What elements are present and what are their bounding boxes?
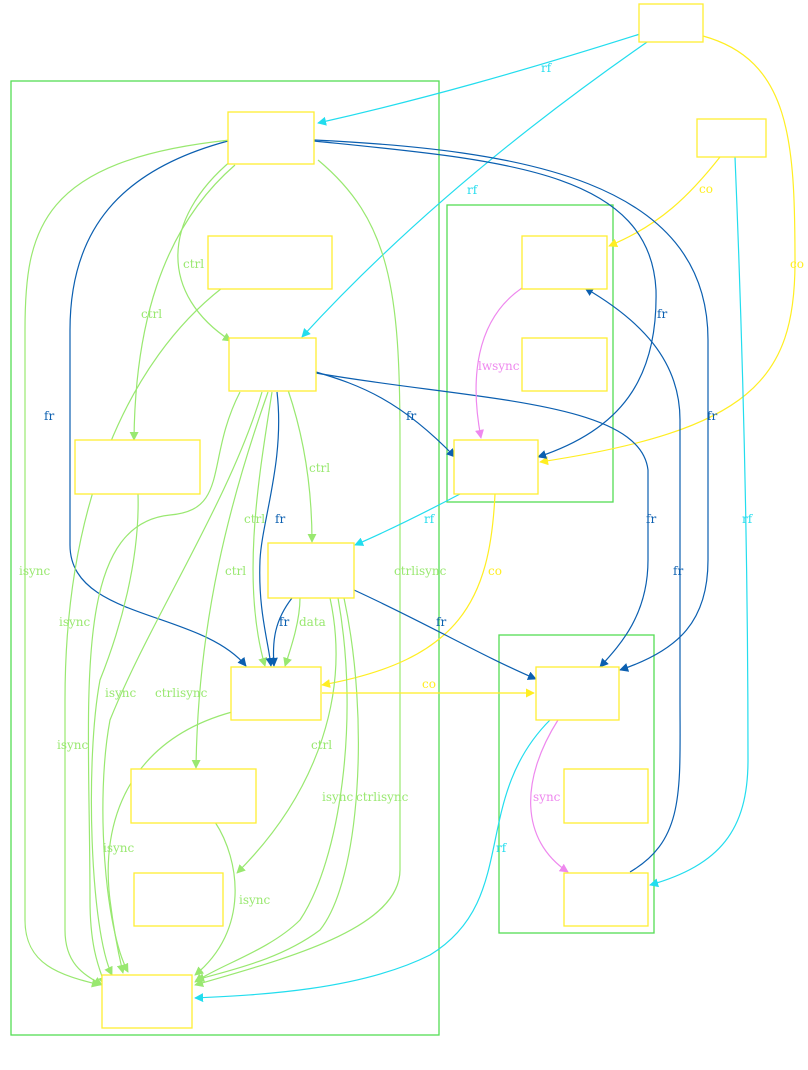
label-ctrlisync-c-to-j: ctrlisync — [155, 686, 208, 700]
edge-co-m3-to-f — [321, 493, 496, 688]
edge-fr-c-to-m3 — [315, 371, 456, 458]
edge-isync-d-to-j — [90, 493, 139, 976]
label-fr-c-to-r1: fr — [646, 512, 656, 526]
cluster-right-thread — [498, 634, 655, 934]
edge-fr-e-to-r1 — [353, 589, 537, 680]
label-co-m3-to-f: co — [488, 564, 502, 578]
label-ctrlisync-a-to-j: ctrlisync — [394, 564, 447, 578]
edge-ctrl-c-to-f — [252, 391, 273, 667]
edge-co-top-to-m3 — [539, 35, 796, 466]
label-ctrl-c-to-e: ctrl — [309, 461, 330, 475]
edge-fr-a-to-r1 — [313, 139, 709, 672]
edge-lwsync-m1-to-m3 — [475, 287, 523, 439]
edge-rf-top-to-a — [317, 33, 641, 126]
edge-co-cosrc-to-m1 — [608, 156, 721, 248]
edge-fr-r3-to-m1 — [584, 287, 681, 873]
edge-isync-a-to-j — [24, 139, 231, 988]
edge-sync-r1-to-r3 — [530, 719, 569, 873]
label-data-e-to-f: data — [299, 615, 326, 629]
node-m3 — [453, 439, 539, 495]
label-rf-r1-to-j: rf — [496, 841, 508, 855]
label-co-f-to-r1: co — [422, 677, 436, 691]
label-ctrlisync-e-to-j: ctrlisync — [356, 790, 409, 804]
node-m1 — [521, 235, 608, 290]
label-co-top-to-m3: co — [790, 257, 804, 271]
node-h — [133, 872, 224, 927]
label-rf-top-to-c: rf — [467, 183, 479, 197]
node-r1 — [535, 666, 620, 721]
edge-rf-cosrc-to-r3 — [649, 156, 749, 888]
edge-isync-b-to-j — [64, 287, 223, 986]
edge-labels: rf rf co co rf fr fr fr ctrl ctrl lwsync… — [19, 61, 804, 907]
node-r3 — [563, 872, 649, 927]
label-isync-f-to-j: isync — [103, 841, 135, 855]
label-co-cosrc-to-m1: co — [699, 182, 713, 196]
edge-fr-c-to-r1 — [315, 372, 649, 668]
edge-ctrl-a-to-d — [129, 164, 236, 441]
label-sync-r1-to-r3: sync — [533, 790, 561, 804]
node-e — [267, 542, 355, 599]
node-d — [74, 439, 201, 495]
cluster-left-thread — [10, 80, 440, 1036]
clusters — [10, 80, 655, 1036]
edge-ctrl-a-to-c — [177, 159, 233, 342]
edge-fr-a-to-f — [69, 140, 247, 667]
node-m2 — [521, 337, 608, 392]
edge-rf-top-to-c — [301, 39, 651, 338]
edge-ctrlisync-a-to-j — [194, 159, 401, 988]
label-fr-e-to-r1: fr — [436, 615, 446, 629]
label-ctrl-c-to-g: ctrl — [225, 564, 246, 578]
label-fr-c-to-f: fr — [275, 512, 285, 526]
nodes — [74, 3, 767, 1029]
label-fr-c-to-m3: fr — [406, 409, 416, 423]
edge-fr-c-to-f — [259, 391, 280, 667]
node-j — [101, 974, 193, 1029]
label-ctrl-e-to-h: ctrl — [311, 738, 332, 752]
edge-isync-g-to-j — [194, 821, 236, 976]
edge-fr-e-to-f — [268, 597, 293, 667]
edge-isync-f-to-j — [107, 711, 233, 974]
label-isync-c-to-j: isync — [105, 686, 137, 700]
edge-data-e-to-f — [283, 597, 301, 667]
node-r2 — [563, 768, 649, 824]
label-rf-cosrc-to-r3: rf — [742, 512, 754, 526]
edge-ctrlisync-e-to-j — [195, 597, 359, 983]
node-top — [638, 3, 704, 43]
edge-ctrl-c-to-g — [191, 391, 269, 769]
node-a — [227, 111, 315, 165]
label-fr-e-to-f: fr — [279, 615, 289, 629]
label-ctrl-a-to-c: ctrl — [183, 257, 204, 271]
edges — [24, 33, 796, 1003]
label-fr-a-to-r1: fr — [707, 409, 717, 423]
label-fr-a-to-m3: fr — [657, 307, 667, 321]
label-ctrl-a-to-d: ctrl — [141, 307, 162, 321]
label-isync-e-to-j: isync — [322, 790, 354, 804]
node-f — [230, 666, 322, 721]
node-co-source — [696, 118, 767, 158]
node-b — [207, 235, 333, 290]
node-c — [228, 337, 317, 392]
edge-isync-c-to-j — [87, 391, 241, 986]
edge-rf-r1-to-j — [194, 719, 551, 1003]
label-rf-m3-to-e: rf — [424, 512, 436, 526]
edge-ctrlisync-c-to-j — [102, 391, 263, 973]
label-isync-a-to-j: isync — [19, 564, 51, 578]
edge-ctrl-c-to-e — [287, 389, 317, 543]
label-fr-r3-to-m1: fr — [673, 564, 683, 578]
label-isync-b-to-j: isync — [57, 738, 89, 752]
label-isync-g-to-j: isync — [239, 893, 271, 907]
label-rf-top-to-a: rf — [541, 61, 553, 75]
label-lwsync: lwsync — [478, 359, 520, 373]
label-ctrl-c-to-f: ctrl — [244, 512, 265, 526]
label-isync-d-to-j: isync — [59, 615, 91, 629]
edge-fr-a-to-m3 — [313, 140, 657, 459]
cluster-middle-thread — [446, 204, 614, 503]
node-g — [130, 768, 257, 824]
edge-rf-m3-to-e — [354, 493, 461, 546]
edge-ctrl-e-to-h — [236, 597, 337, 874]
label-fr-a-to-f: fr — [44, 409, 54, 423]
